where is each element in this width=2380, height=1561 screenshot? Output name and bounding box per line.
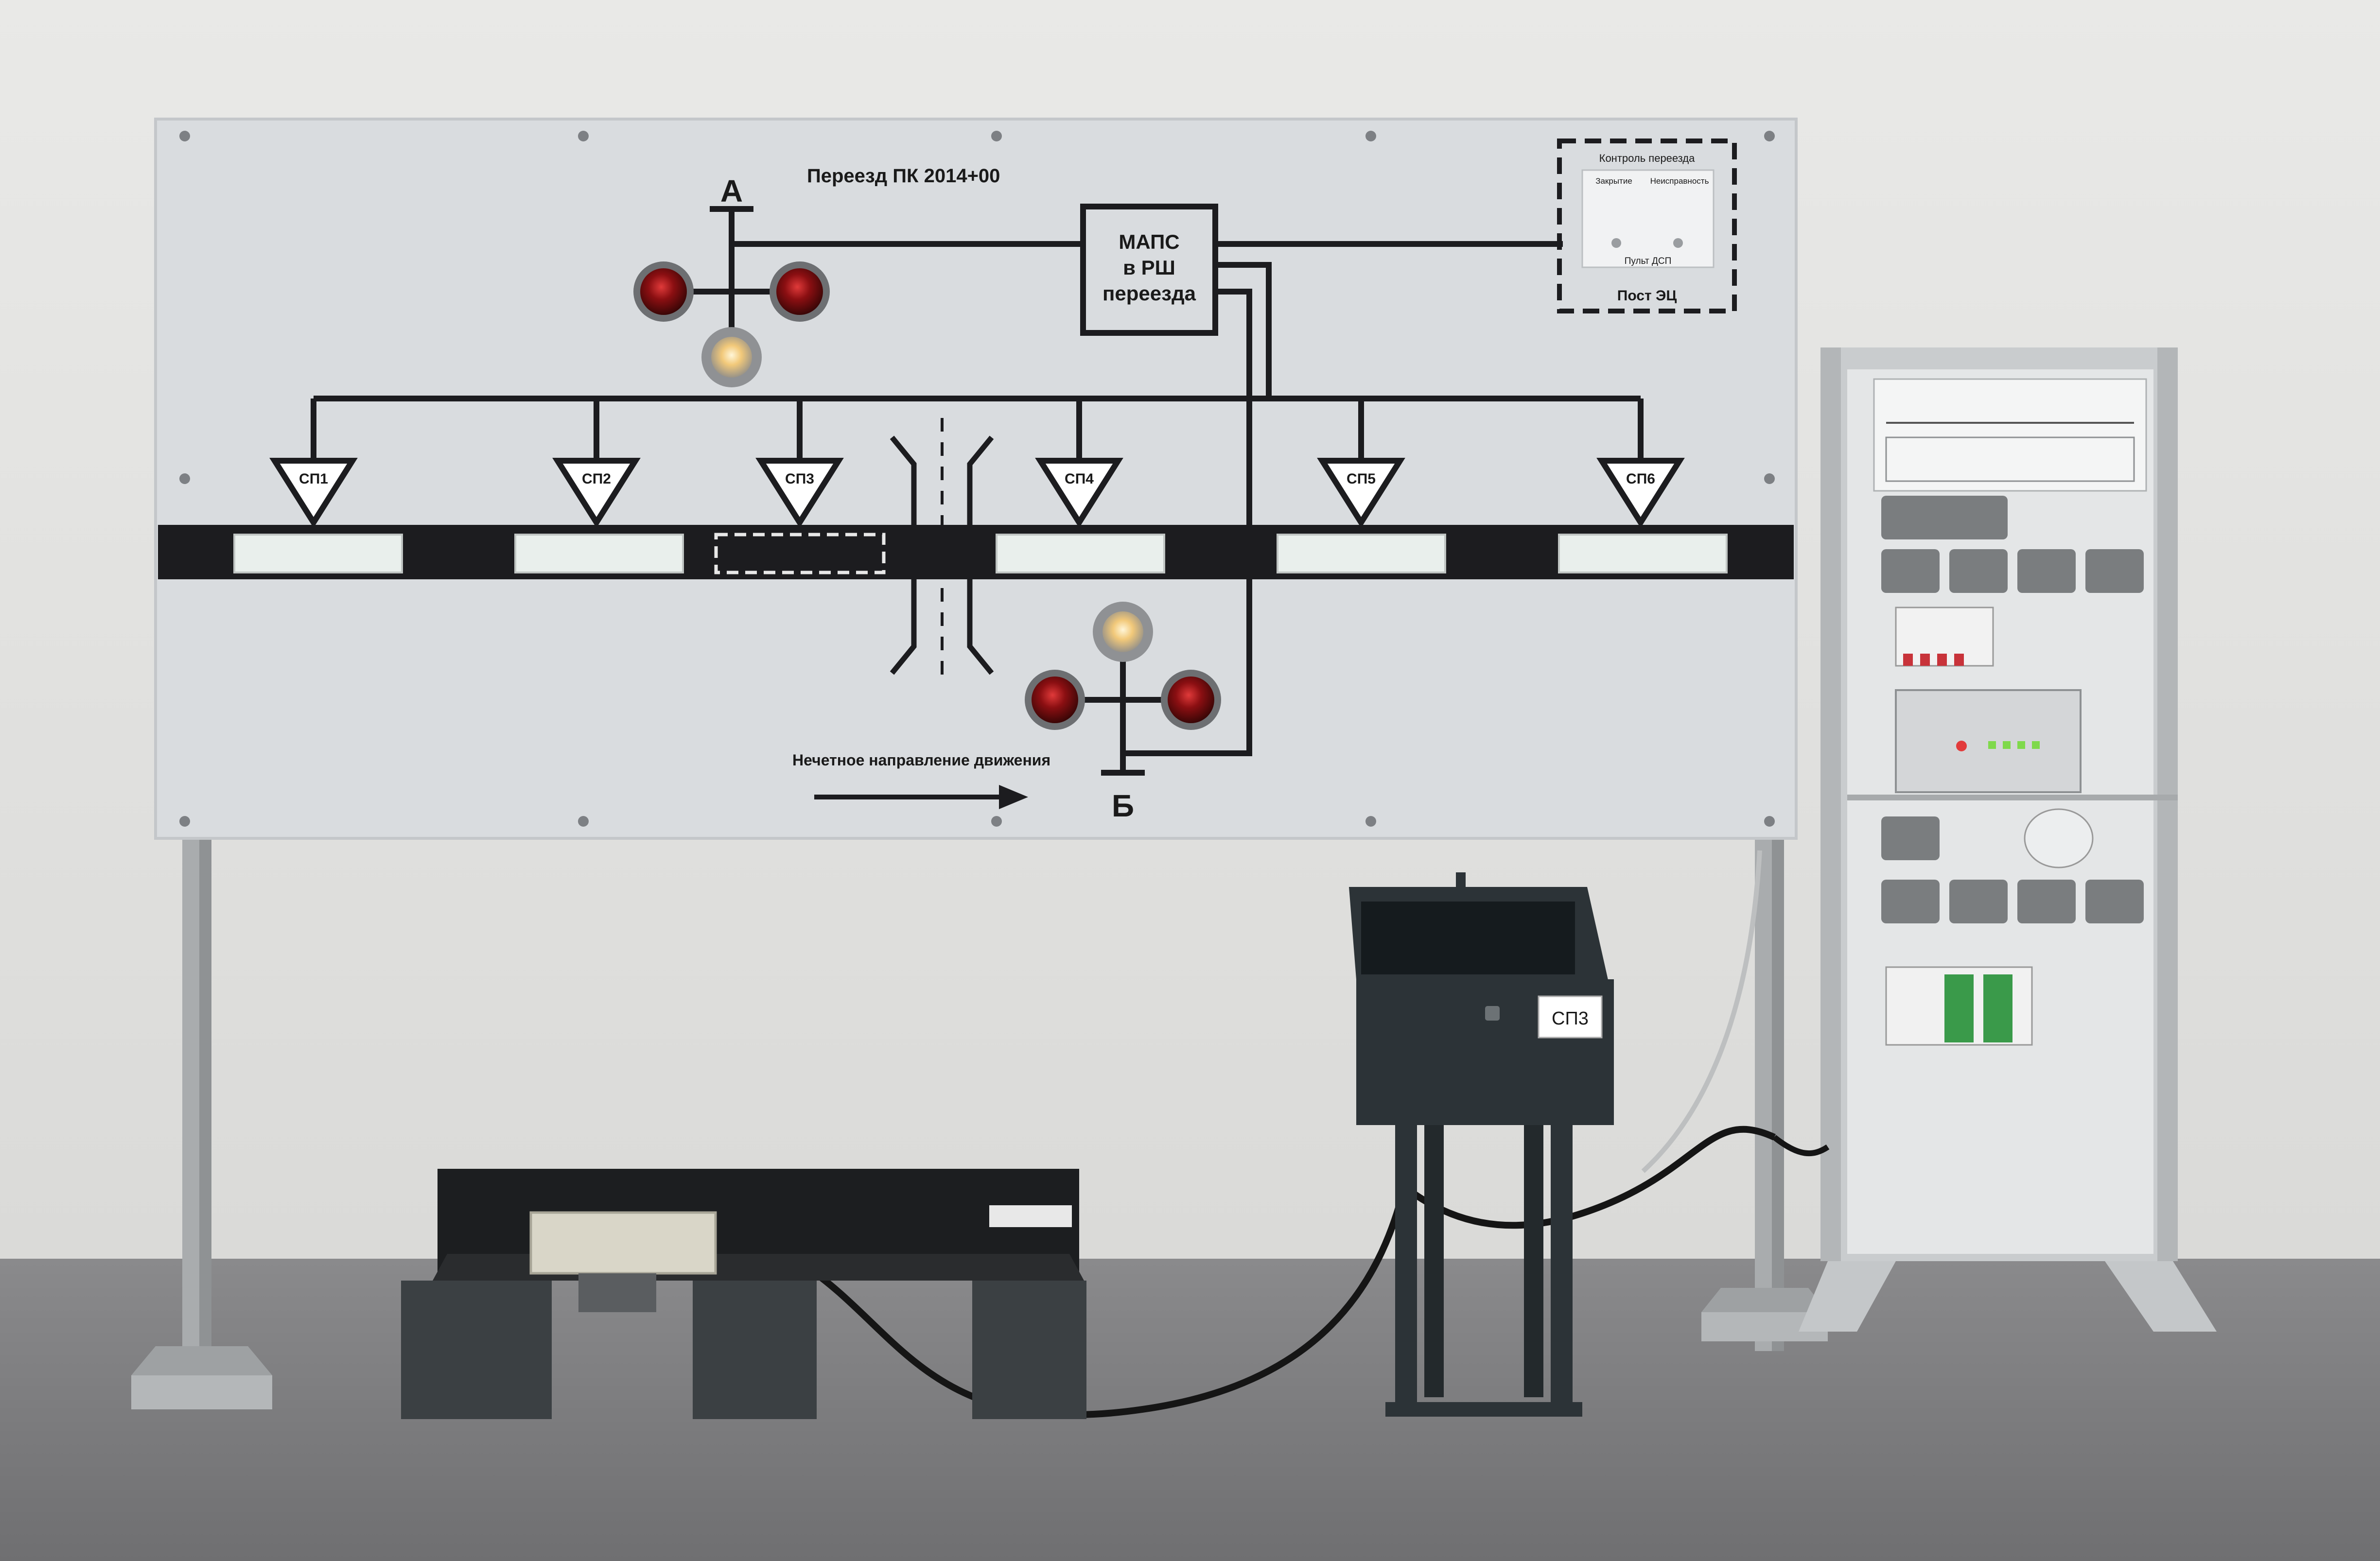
section-sensor: СП3 bbox=[755, 458, 844, 528]
road-crossing bbox=[890, 418, 994, 680]
section-lamp-dashed bbox=[714, 533, 886, 574]
control-title: Контроль переезда bbox=[1599, 152, 1695, 164]
signal-b: Б bbox=[1025, 602, 1221, 823]
signal-a: А bbox=[633, 173, 830, 387]
control-left-label: Закрытие bbox=[1595, 176, 1632, 186]
section-sensors: СП1 СП2 СП3 СП4 СП5 СП6 bbox=[269, 458, 1685, 528]
section-label: СП1 bbox=[299, 471, 328, 487]
cables bbox=[709, 1126, 1830, 1418]
round-lens-icon bbox=[776, 268, 823, 315]
round-lens-icon bbox=[1102, 611, 1143, 652]
mimic-board bbox=[154, 118, 1798, 840]
maps-box: МАПС в РШ переезда bbox=[1080, 204, 1218, 336]
round-lens-icon bbox=[1032, 676, 1078, 723]
signal-a-label: А bbox=[720, 173, 743, 208]
section-sensor: СП4 bbox=[1035, 458, 1123, 528]
equipment-rack bbox=[1799, 347, 2217, 1332]
round-lens-icon bbox=[1168, 676, 1214, 723]
round-lens-icon bbox=[640, 268, 687, 315]
board-title: Переезд ПК 2014+00 bbox=[807, 165, 1000, 187]
signal-b-label: Б bbox=[1112, 788, 1134, 823]
section-lamps bbox=[233, 533, 1728, 574]
section-lamp bbox=[1277, 534, 1446, 573]
track-cabinet: СП3 bbox=[1349, 872, 1614, 1417]
section-sensor: СП6 bbox=[1596, 458, 1685, 528]
post-label: Пост ЭЦ bbox=[1617, 288, 1677, 304]
section-triangle-icon bbox=[1035, 458, 1123, 528]
section-lamp bbox=[996, 534, 1165, 573]
section-sensor: СП5 bbox=[1317, 458, 1405, 528]
cabinet-tag bbox=[1538, 995, 1603, 1039]
rail-section bbox=[401, 1169, 1086, 1419]
direction-arrow: Нечетное направление движения bbox=[792, 751, 1050, 809]
floor bbox=[0, 1259, 2380, 1561]
rack-diagram-panel bbox=[1873, 378, 2147, 492]
section-lamp bbox=[233, 534, 403, 573]
section-label: СП4 bbox=[1065, 471, 1094, 487]
section-label: СП3 bbox=[785, 471, 814, 487]
section-triangle-icon bbox=[1596, 458, 1685, 528]
round-lens-icon bbox=[711, 337, 752, 378]
direction-label: Нечетное направление движения bbox=[792, 751, 1050, 769]
cabinet-label: СП3 bbox=[1552, 1008, 1589, 1029]
fault-indicator bbox=[1673, 238, 1683, 248]
wiring bbox=[311, 241, 1644, 756]
section-label: СП6 bbox=[1626, 471, 1655, 487]
maps-line2: в РШ bbox=[1123, 256, 1175, 279]
board-stand bbox=[131, 836, 1828, 1409]
section-triangle-icon bbox=[552, 458, 641, 528]
section-triangle-icon bbox=[755, 458, 844, 528]
dsp-panel-label: Пульт ДСП bbox=[1625, 256, 1671, 266]
control-right-label: Неисправность bbox=[1650, 176, 1709, 186]
section-label: СП5 bbox=[1347, 471, 1376, 487]
arrow-right-icon bbox=[999, 785, 1028, 809]
closing-indicator bbox=[1611, 238, 1621, 248]
section-sensor: СП2 bbox=[552, 458, 641, 528]
siren bbox=[2024, 808, 2094, 868]
section-triangle-icon bbox=[269, 458, 358, 528]
maps-line3: переезда bbox=[1102, 282, 1196, 305]
post-control-box: Контроль переезда Закрытие Неисправность… bbox=[1557, 139, 1737, 313]
section-triangle-icon bbox=[1317, 458, 1405, 528]
section-lamp bbox=[514, 534, 684, 573]
dsp-panel bbox=[1581, 169, 1715, 268]
section-label: СП2 bbox=[582, 471, 611, 487]
section-lamp bbox=[1558, 534, 1728, 573]
maps-line1: МАПС bbox=[1119, 230, 1179, 253]
track-bar bbox=[158, 525, 1794, 579]
section-sensor: СП1 bbox=[269, 458, 358, 528]
grey-cable bbox=[1641, 850, 1762, 1173]
screw-icon bbox=[179, 131, 1775, 827]
